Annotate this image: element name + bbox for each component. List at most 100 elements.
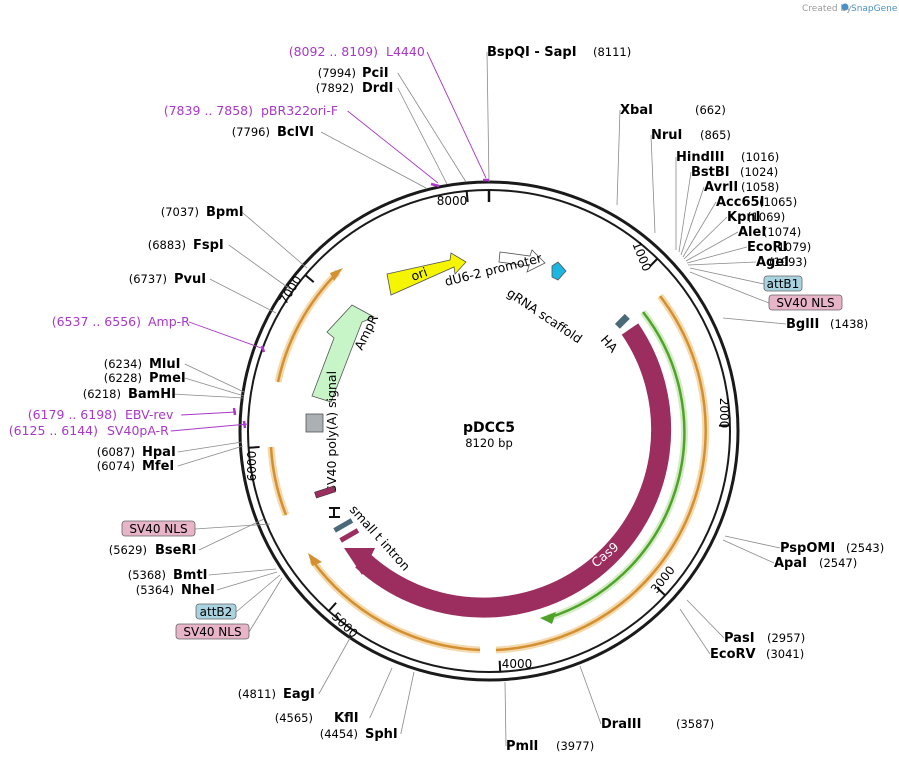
tick-label: 6000 xyxy=(245,451,259,482)
site-leader xyxy=(177,441,243,453)
site-name: AgeI xyxy=(756,255,789,270)
site-position: (1079) xyxy=(773,240,811,254)
site-position: (1438) xyxy=(830,317,868,331)
feature-box xyxy=(121,520,196,537)
site-position: (7994) xyxy=(318,66,356,80)
site-name: NruI xyxy=(651,128,682,143)
orf-left-up-arc xyxy=(276,271,339,383)
site-position: (8111) xyxy=(593,45,631,59)
site-name: DraIII xyxy=(601,717,642,732)
site-name: KflI xyxy=(334,711,359,726)
cas9-arrowhead xyxy=(344,548,375,575)
box-leader xyxy=(235,574,281,613)
primer-leader xyxy=(188,321,265,350)
site-position: (6087) xyxy=(97,445,135,459)
tick-mark xyxy=(498,660,502,672)
site-leader xyxy=(208,568,277,576)
site-labels: BspQI - SapI(8111)XbaI(662)NruI(865)Hind… xyxy=(9,44,885,754)
site-name: HindIII xyxy=(676,150,724,165)
ha-tag xyxy=(614,313,630,329)
orf-bottom-arc xyxy=(310,559,481,652)
site-name: AvrII xyxy=(704,180,738,195)
site-leader xyxy=(241,211,308,269)
brand-prefix: Created by xyxy=(802,4,852,14)
ha-label: HA xyxy=(598,332,621,356)
ori-label: ori xyxy=(409,264,429,284)
feature-box xyxy=(768,294,843,311)
gRNA-scaffold-arrow xyxy=(551,261,567,281)
site-position: (5629) xyxy=(109,543,147,557)
dU6-promoter-arrow xyxy=(498,249,546,273)
site-name: EcoRI xyxy=(747,240,787,255)
site-position: (7037) xyxy=(161,205,199,219)
site-position: (2547) xyxy=(819,556,857,570)
site-leader xyxy=(579,665,602,725)
site-name: MfeI xyxy=(142,459,174,474)
feature-box-label: SV40 NLS xyxy=(183,625,241,639)
site-name: XbaI xyxy=(620,103,653,118)
site-name: BmtI xyxy=(173,568,208,583)
site-position: (1058) xyxy=(741,180,779,194)
ampr-arrow xyxy=(311,304,375,403)
site-position: (3041) xyxy=(766,647,804,661)
site-position: (1093) xyxy=(769,255,807,269)
tick-mark xyxy=(248,446,260,449)
site-leader xyxy=(682,201,717,258)
site-leader xyxy=(679,608,711,655)
feature-box-label: SV40 NLS xyxy=(776,296,834,310)
primer-mark xyxy=(242,420,247,429)
site-leader xyxy=(486,51,490,183)
site-leader xyxy=(397,87,448,185)
primer-range: (6125 .. 6144) xyxy=(9,423,98,438)
site-name: BstBI xyxy=(691,165,730,180)
site-leader xyxy=(686,599,725,639)
site-leader xyxy=(177,445,244,467)
backbone-inner-ring xyxy=(247,189,731,673)
site-leader xyxy=(722,317,787,325)
primer-mark xyxy=(260,345,266,353)
site-position: (865) xyxy=(700,128,731,142)
primer-leader xyxy=(170,423,249,432)
site-leader xyxy=(171,393,245,399)
site-leader xyxy=(686,246,748,264)
site-position: (2957) xyxy=(767,631,805,645)
site-position: (2543) xyxy=(846,541,884,555)
primer-range: (7839 .. 7858) xyxy=(164,103,253,118)
site-leader xyxy=(209,278,277,314)
primer-mark xyxy=(430,182,440,188)
feature-box-label: attB1 xyxy=(767,277,800,291)
tick-mark xyxy=(465,190,469,203)
snapgene-logo-icon xyxy=(841,3,849,11)
cas9-arc xyxy=(355,323,672,618)
site-position: (7892) xyxy=(316,81,354,95)
primer-range: (6179 .. 6198) xyxy=(28,407,117,422)
small-t-region-b xyxy=(333,518,354,533)
site-position: (1065) xyxy=(759,195,797,209)
tick-label: 7000 xyxy=(277,273,305,306)
site-name: EcoRV xyxy=(710,647,756,662)
site-leader xyxy=(228,244,291,290)
site-leader xyxy=(616,109,621,206)
site-name: PmeI xyxy=(149,371,186,386)
site-name: PmlI xyxy=(506,739,538,754)
orf-bottom-arrowhead xyxy=(308,553,322,566)
site-position: (4811) xyxy=(238,687,276,701)
primer-leader xyxy=(181,411,237,416)
plasmid-name: pDCC5 xyxy=(463,420,515,436)
box-leader xyxy=(194,523,271,530)
site-name: BspQI - SapI xyxy=(487,45,577,60)
tick-mark xyxy=(649,257,659,268)
site-name: NheI xyxy=(181,583,215,598)
site-name: MluI xyxy=(149,357,180,372)
primer-mark xyxy=(232,407,237,416)
primer-range: (6537 .. 6556) xyxy=(52,314,141,329)
sv40-polyA-box xyxy=(305,413,324,433)
orf-left-up-arrowhead xyxy=(330,268,343,281)
site-position: (6218) xyxy=(83,387,121,401)
site-leader xyxy=(678,171,692,253)
site-position: (3587) xyxy=(676,717,714,731)
site-position: (6883) xyxy=(148,238,186,252)
tick-mark xyxy=(304,274,315,283)
site-leader xyxy=(184,377,245,397)
